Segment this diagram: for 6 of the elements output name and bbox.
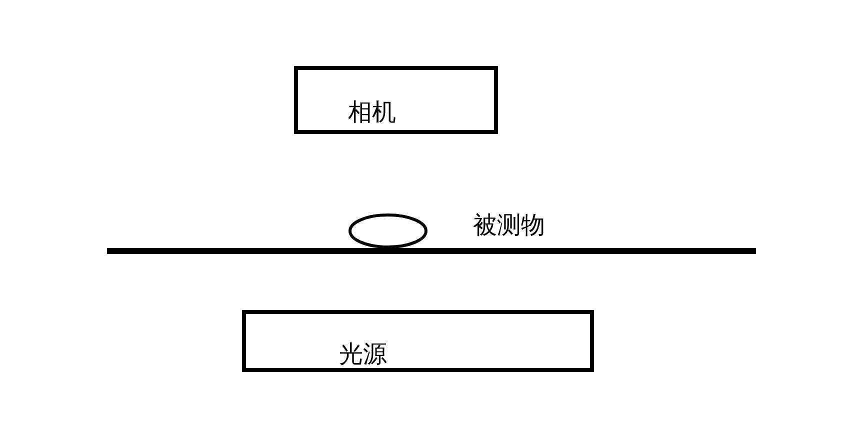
object-ellipse [348, 213, 428, 249]
box-label: 相机 [348, 98, 396, 126]
camera-box [294, 66, 498, 134]
box-label: 光源 [339, 340, 387, 368]
light-source-box [242, 310, 594, 372]
object-label: 被测物 [473, 211, 545, 239]
